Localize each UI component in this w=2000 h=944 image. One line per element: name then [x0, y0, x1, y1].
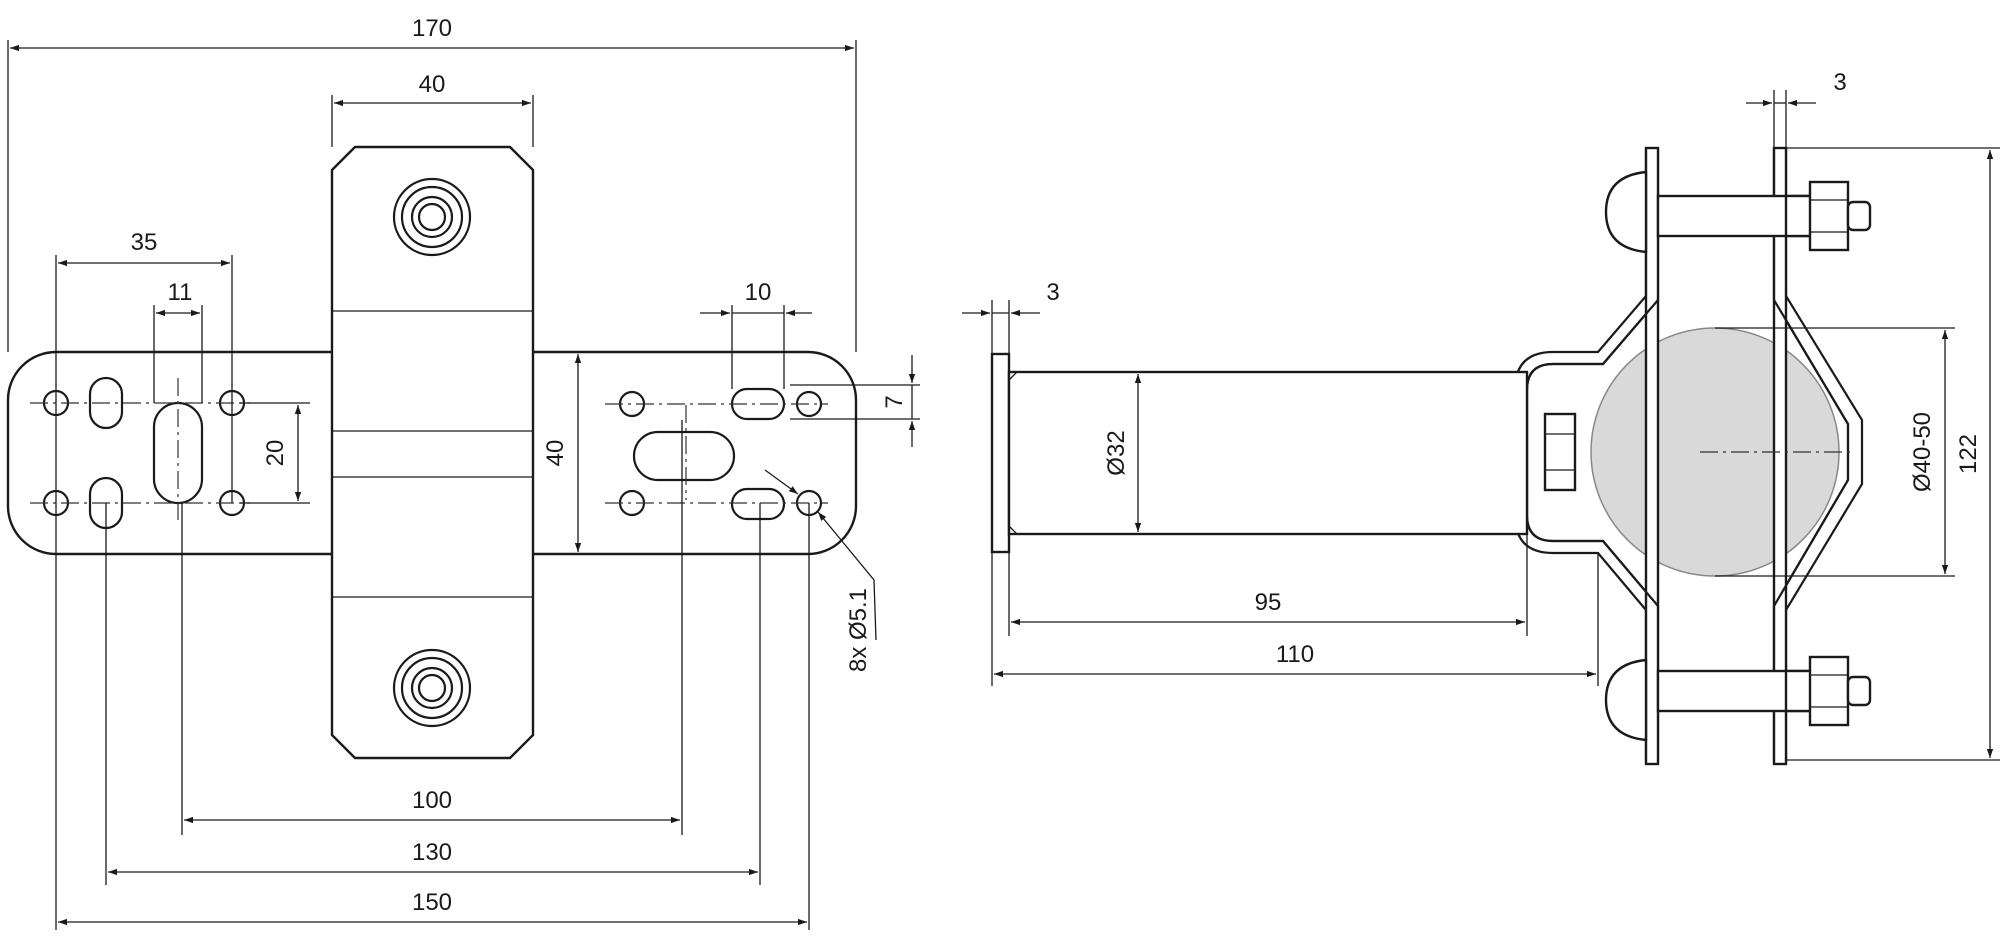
clamp-plate: [330, 145, 535, 760]
label-rod-length: 95: [1255, 589, 1282, 616]
slot-large: [632, 430, 736, 482]
label-hole-callout: 8x Ø5.1: [845, 588, 872, 672]
clamp-nut: [1543, 412, 1577, 492]
front-view: 170 40 35 11 10 7 20 40 8x Ø5.1 100 130 …: [6, 15, 920, 930]
bolt-shaft-top: [1656, 194, 1812, 238]
label-plate-height: 40: [542, 440, 569, 467]
flange: [990, 352, 1011, 554]
label-span-130: 130: [412, 839, 452, 866]
side-view: 3 Ø32 95 110 3 Ø40-50 122: [962, 69, 2000, 766]
label-span-100: 100: [412, 787, 452, 814]
label-clamp-thickness: 3: [1833, 69, 1846, 96]
label-overall-width: 170: [412, 15, 452, 42]
label-slot-group-width: 35: [131, 229, 158, 256]
label-slot-width: 11: [168, 279, 193, 306]
label-clamp-height: 122: [1955, 434, 1982, 474]
slot: [730, 487, 786, 521]
label-slot-spacing: 10: [745, 279, 772, 306]
label-rod-diameter: Ø32: [1103, 430, 1130, 475]
bolt-shaft-bottom: [1656, 669, 1812, 713]
label-pipe-range: Ø40-50: [1909, 412, 1936, 492]
slot: [88, 376, 124, 430]
label-hole-vertical: 20: [262, 440, 289, 467]
hex-nut-top: [1808, 180, 1872, 252]
bolt-head-top: [1604, 170, 1648, 254]
nut-bottom: [392, 648, 472, 728]
label-flange-thickness: 3: [1046, 279, 1059, 306]
label-clamp-width: 40: [419, 71, 446, 98]
bolt-head-bottom: [1604, 658, 1648, 742]
rod: [1007, 370, 1529, 536]
hex-nut-bottom: [1808, 655, 1872, 727]
label-overall-length: 110: [1276, 641, 1314, 668]
label-slot-height: 7: [881, 395, 908, 408]
nut-top: [392, 177, 472, 257]
hole-callout-leader: [817, 511, 877, 641]
label-span-150: 150: [412, 889, 452, 916]
